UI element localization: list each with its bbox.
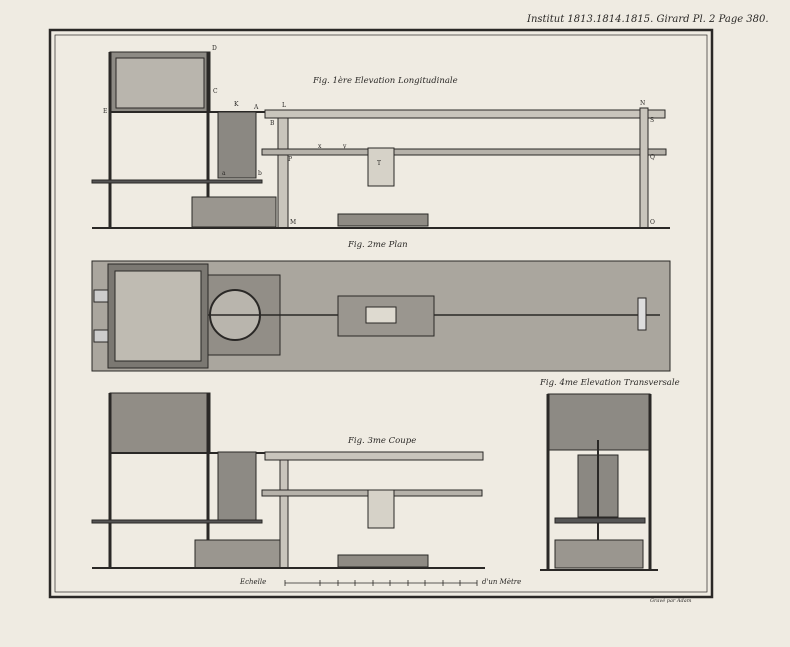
letter-label: P	[288, 156, 293, 163]
letter-label: E	[103, 108, 108, 115]
letter-label: b	[258, 170, 262, 177]
figure-4-transverse	[540, 393, 658, 571]
inner-frame	[54, 34, 708, 593]
letter-label: x	[318, 143, 322, 150]
figure-3-section	[91, 392, 485, 569]
letter-label: S	[650, 117, 655, 124]
scale-unit: d'un Mètre	[482, 578, 522, 586]
letter-label: y	[343, 143, 347, 150]
letter-label: K	[234, 101, 239, 108]
figure-1-elevation	[91, 51, 670, 229]
figure-4-title: Fig. 4me Elevation Transversale	[540, 378, 680, 388]
figure-1-title: Fig. 1ère Elevation Longitudinale	[313, 76, 458, 86]
letter-label: C	[213, 88, 218, 95]
letter-label: Q	[650, 154, 655, 161]
letter-label: B	[270, 120, 275, 127]
scale-bar	[284, 580, 478, 586]
plate-header: Institut 1813.1814.1815. Girard Pl. 2 Pa…	[527, 14, 769, 25]
letter-label: L	[282, 102, 286, 109]
letter-label: A	[254, 104, 259, 111]
figure-2-plan	[91, 260, 671, 372]
letter-label: D	[212, 45, 217, 52]
letter-label: T	[377, 160, 382, 167]
figure-3-title: Fig. 3me Coupe	[348, 436, 417, 446]
letter-label: a	[222, 170, 226, 177]
letter-label: M	[290, 219, 297, 226]
letter-label: N	[640, 100, 646, 107]
outer-frame	[48, 28, 714, 599]
scale-label: Echelle	[240, 578, 267, 586]
figure-2-title: Fig. 2me Plan	[348, 240, 408, 250]
letter-label: O	[650, 219, 655, 226]
engraver-credit: Gravé par Adam	[650, 598, 692, 604]
